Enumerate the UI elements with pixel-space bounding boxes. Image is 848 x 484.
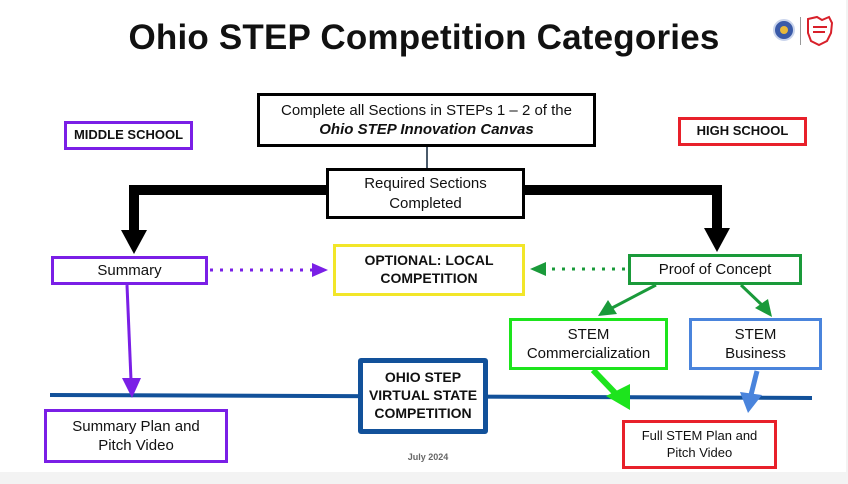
purple-arrowhead-optional xyxy=(312,263,328,277)
complete-sections-line2: Ohio STEP Innovation Canvas xyxy=(319,121,534,138)
required-sections-line2: Completed xyxy=(389,194,462,212)
full-stem-plan-box: Full STEM Plan and Pitch Video xyxy=(622,420,777,469)
middle-school-text: MIDDLE SCHOOL xyxy=(73,127,184,143)
lime-arrowhead-full-plan xyxy=(606,384,630,410)
optional-line1: OPTIONAL: LOCAL xyxy=(364,252,494,269)
stem-commercialization-line1: STEM xyxy=(567,325,610,343)
footer-date: July 2024 xyxy=(407,452,449,462)
summary-plan-line1: Summary Plan and xyxy=(72,417,200,435)
page-title: Ohio STEP Competition Categories xyxy=(128,18,720,57)
green-arrow-to-business xyxy=(739,283,765,308)
required-sections-line1: Required Sections xyxy=(364,175,487,193)
stem-business-line2: Business xyxy=(725,345,786,362)
green-arrowhead-business xyxy=(755,299,772,317)
summary-plan-line2: Pitch Video xyxy=(98,437,174,454)
black-arrowhead-left xyxy=(121,230,147,254)
lime-arrow-to-full-plan xyxy=(590,367,620,398)
slide: Ohio STEP Competition Categories xyxy=(0,0,846,472)
stem-commercialization-line2: Commercialization xyxy=(526,345,651,362)
purple-arrowhead-summary-plan xyxy=(122,378,141,398)
black-arrow-right xyxy=(524,185,722,230)
purple-arrow-summary-plan xyxy=(125,284,133,381)
full-plan-line1: Full STEM Plan and xyxy=(641,427,758,443)
proof-of-concept-box: Proof of Concept xyxy=(628,254,802,285)
green-arrow-to-commercialization xyxy=(611,283,657,310)
full-plan-line2: Pitch Video xyxy=(666,444,733,460)
required-sections-box: Required Sections Completed xyxy=(326,168,525,219)
summary-plan-box: Summary Plan and Pitch Video xyxy=(44,409,228,463)
blue-arrow-to-full-plan xyxy=(748,370,760,396)
middle-school-label: MIDDLE SCHOOL xyxy=(64,121,193,150)
logo-divider xyxy=(800,17,801,45)
blue-arrowhead-full-plan xyxy=(740,392,762,413)
proof-of-concept-text: Proof of Concept xyxy=(658,260,772,278)
high-school-text: HIGH SCHOOL xyxy=(696,123,789,139)
complete-sections-line1: Complete all Sections in STEPs 1 – 2 of … xyxy=(281,101,572,119)
virtual-line1: OHIO STEP xyxy=(384,369,462,386)
complete-sections-box: Complete all Sections in STEPs 1 – 2 of … xyxy=(257,93,596,147)
optional-line2: COMPETITION xyxy=(380,270,478,286)
stem-business-box: STEM Business xyxy=(689,318,822,370)
green-arrowhead-commercialization xyxy=(598,300,617,316)
logo-group xyxy=(773,15,837,51)
summary-text: Summary xyxy=(97,261,162,279)
summary-box: Summary xyxy=(51,256,208,285)
ohio-seal-icon xyxy=(773,19,795,41)
virtual-state-competition-box: OHIO STEP VIRTUAL STATE COMPETITION xyxy=(358,358,488,434)
virtual-line2: VIRTUAL STATE xyxy=(368,387,478,404)
green-arrowhead-optional xyxy=(530,262,546,276)
black-arrowhead-right xyxy=(704,228,730,252)
black-arrow-left xyxy=(129,185,326,232)
stem-commercialization-box: STEM Commercialization xyxy=(509,318,668,370)
high-school-label: HIGH SCHOOL xyxy=(678,117,807,146)
optional-local-box: OPTIONAL: LOCAL COMPETITION xyxy=(333,244,525,296)
virtual-line3: COMPETITION xyxy=(374,404,472,421)
stem-business-line1: STEM xyxy=(734,325,777,343)
ohio-state-logo-icon xyxy=(807,15,834,47)
